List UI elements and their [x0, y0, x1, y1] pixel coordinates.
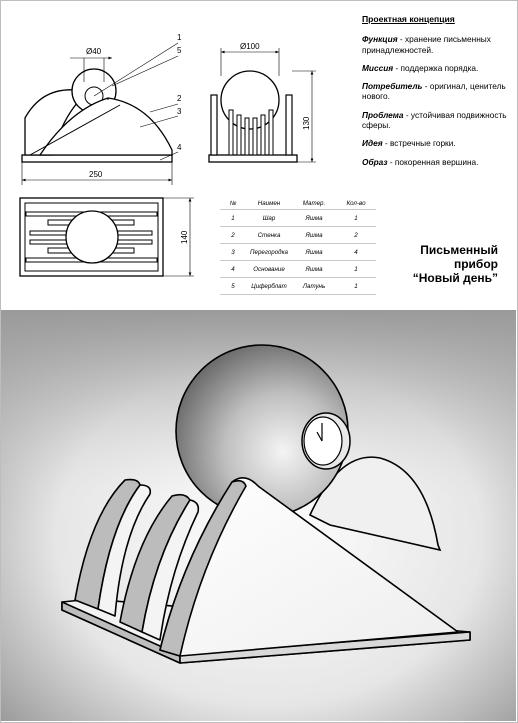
table-cell: 1	[336, 209, 376, 227]
concept-text: - хранение письменных принадлежностей.	[362, 34, 491, 55]
table-row: 4 Основание Яшма 1	[220, 260, 376, 278]
table-cell: Шар	[246, 209, 292, 227]
title-line: Письменный	[420, 243, 498, 257]
concept-text: - встречные горки.	[382, 138, 456, 149]
table-header: Кол-во	[336, 197, 376, 210]
table-cell: 1	[220, 209, 246, 227]
concept-idea: Идея - встречные горки.	[362, 138, 512, 148]
product-render	[1, 310, 516, 721]
render-middle-wall	[119, 493, 200, 641]
product-title: Письменный прибор “Новый день”	[388, 243, 498, 285]
callout-2: 2	[177, 94, 182, 103]
title-line: “Новый день”	[412, 271, 498, 285]
concept-label: Идея	[362, 138, 383, 149]
concept-text: - устойчивая подвижность сферы.	[362, 109, 507, 131]
dim-140-label: 140	[180, 230, 189, 244]
table-cell: Яшма	[292, 209, 336, 227]
table-header-row: № Наимен Матер. Кол-во	[220, 197, 376, 210]
table-cell: Циферблат	[246, 277, 292, 295]
concept-label: Проблема	[362, 109, 404, 120]
project-concept: Проектная концепция Функция - хранение п…	[362, 14, 512, 175]
title-line: прибор	[453, 257, 498, 271]
concept-mission: Миссия - поддержка порядка.	[362, 63, 512, 73]
dim-phi100-label: Ø100	[240, 42, 260, 51]
concept-text: - оригинал, ценитель нового.	[362, 81, 506, 102]
concept-label: Образ	[362, 156, 388, 167]
table-cell: 1	[336, 277, 376, 295]
callout-5: 5	[177, 46, 182, 55]
table-row: 5 Циферблат Латунь 1	[220, 277, 376, 295]
table-cell: 4	[220, 260, 246, 278]
table-cell: Латунь	[292, 277, 336, 295]
concept-heading: Проектная концепция	[362, 14, 455, 24]
table-row: 1 Шар Яшма 1	[220, 209, 376, 227]
callout-3: 3	[177, 107, 182, 116]
concept-text: - поддержка порядка.	[393, 62, 479, 73]
table-header: №	[220, 197, 246, 210]
table-row: 3 Перегородка Яшма 4	[220, 243, 376, 261]
concept-label: Потребитель	[362, 81, 423, 92]
table-cell: 3	[220, 243, 246, 261]
callout-1: 1	[177, 33, 182, 42]
table-cell: 2	[336, 226, 376, 244]
table-row: 2 Стенка Яшма 2	[220, 226, 376, 244]
render-clock-dial	[301, 412, 351, 470]
table-cell: Яшма	[292, 260, 336, 278]
table-cell: 4	[336, 243, 376, 261]
table-cell: 5	[220, 277, 246, 295]
concept-text: - покоренная вершина.	[387, 156, 479, 167]
specification-table: № Наимен Матер. Кол-во 1 Шар Яшма 1 2 Ст…	[220, 197, 376, 295]
concept-image: Образ - покоренная вершина.	[362, 157, 512, 167]
concept-consumer: Потребитель - оригинал, ценитель нового.	[362, 81, 512, 102]
table-cell: Основание	[246, 260, 292, 278]
callout-4: 4	[177, 143, 182, 152]
dim-250-label: 250	[89, 170, 103, 179]
side-view	[208, 48, 316, 163]
concept-label: Миссия	[362, 62, 394, 73]
dim-phi40-label: Ø40	[86, 47, 102, 56]
table-cell: Стенка	[246, 226, 292, 244]
table-cell: Яшма	[292, 243, 336, 261]
concept-label: Функция	[362, 34, 398, 45]
table-cell: Перегородка	[246, 243, 292, 261]
table-header: Наимен	[246, 197, 292, 210]
table-header: Матер.	[292, 197, 336, 210]
table-cell: Яшма	[292, 226, 336, 244]
technical-drawing: Ø40 250 1 5 2 3 4 Ø100 130	[19, 33, 316, 277]
front-view	[21, 42, 179, 185]
dim-130-label: 130	[302, 116, 311, 130]
concept-problem: Проблема - устойчивая подвижность сферы.	[362, 110, 512, 131]
render-front-mountain	[159, 477, 459, 657]
table-cell: 2	[220, 226, 246, 244]
concept-function: Функция - хранение письменных принадлежн…	[362, 34, 512, 55]
render-left-wall	[74, 478, 152, 617]
table-cell: 1	[336, 260, 376, 278]
top-view	[19, 197, 194, 277]
